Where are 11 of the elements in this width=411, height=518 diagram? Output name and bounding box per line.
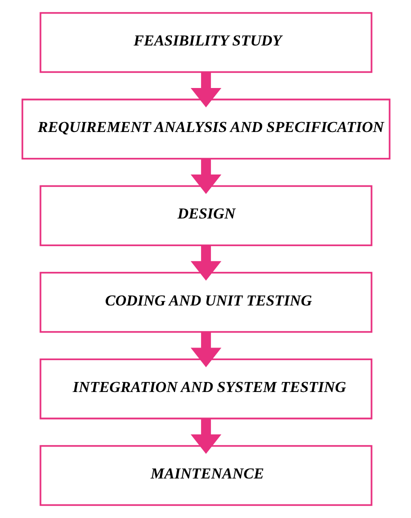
node-box: INTEGRATION AND SYSTEM TESTING [39,358,372,420]
node-box: CODING AND UNIT TESTING [39,272,372,333]
arrow [190,72,221,108]
node-box: DESIGN [39,185,372,246]
arrow [190,158,221,194]
node-box: FEASIBILITY STUDY [39,12,372,73]
arrow [190,332,221,368]
node-box: REQUIREMENT ANALYSIS AND SPECIFICATION [21,98,390,160]
arrow [190,418,221,454]
arrow [190,245,221,281]
node-box: MAINTENANCE [39,445,372,506]
